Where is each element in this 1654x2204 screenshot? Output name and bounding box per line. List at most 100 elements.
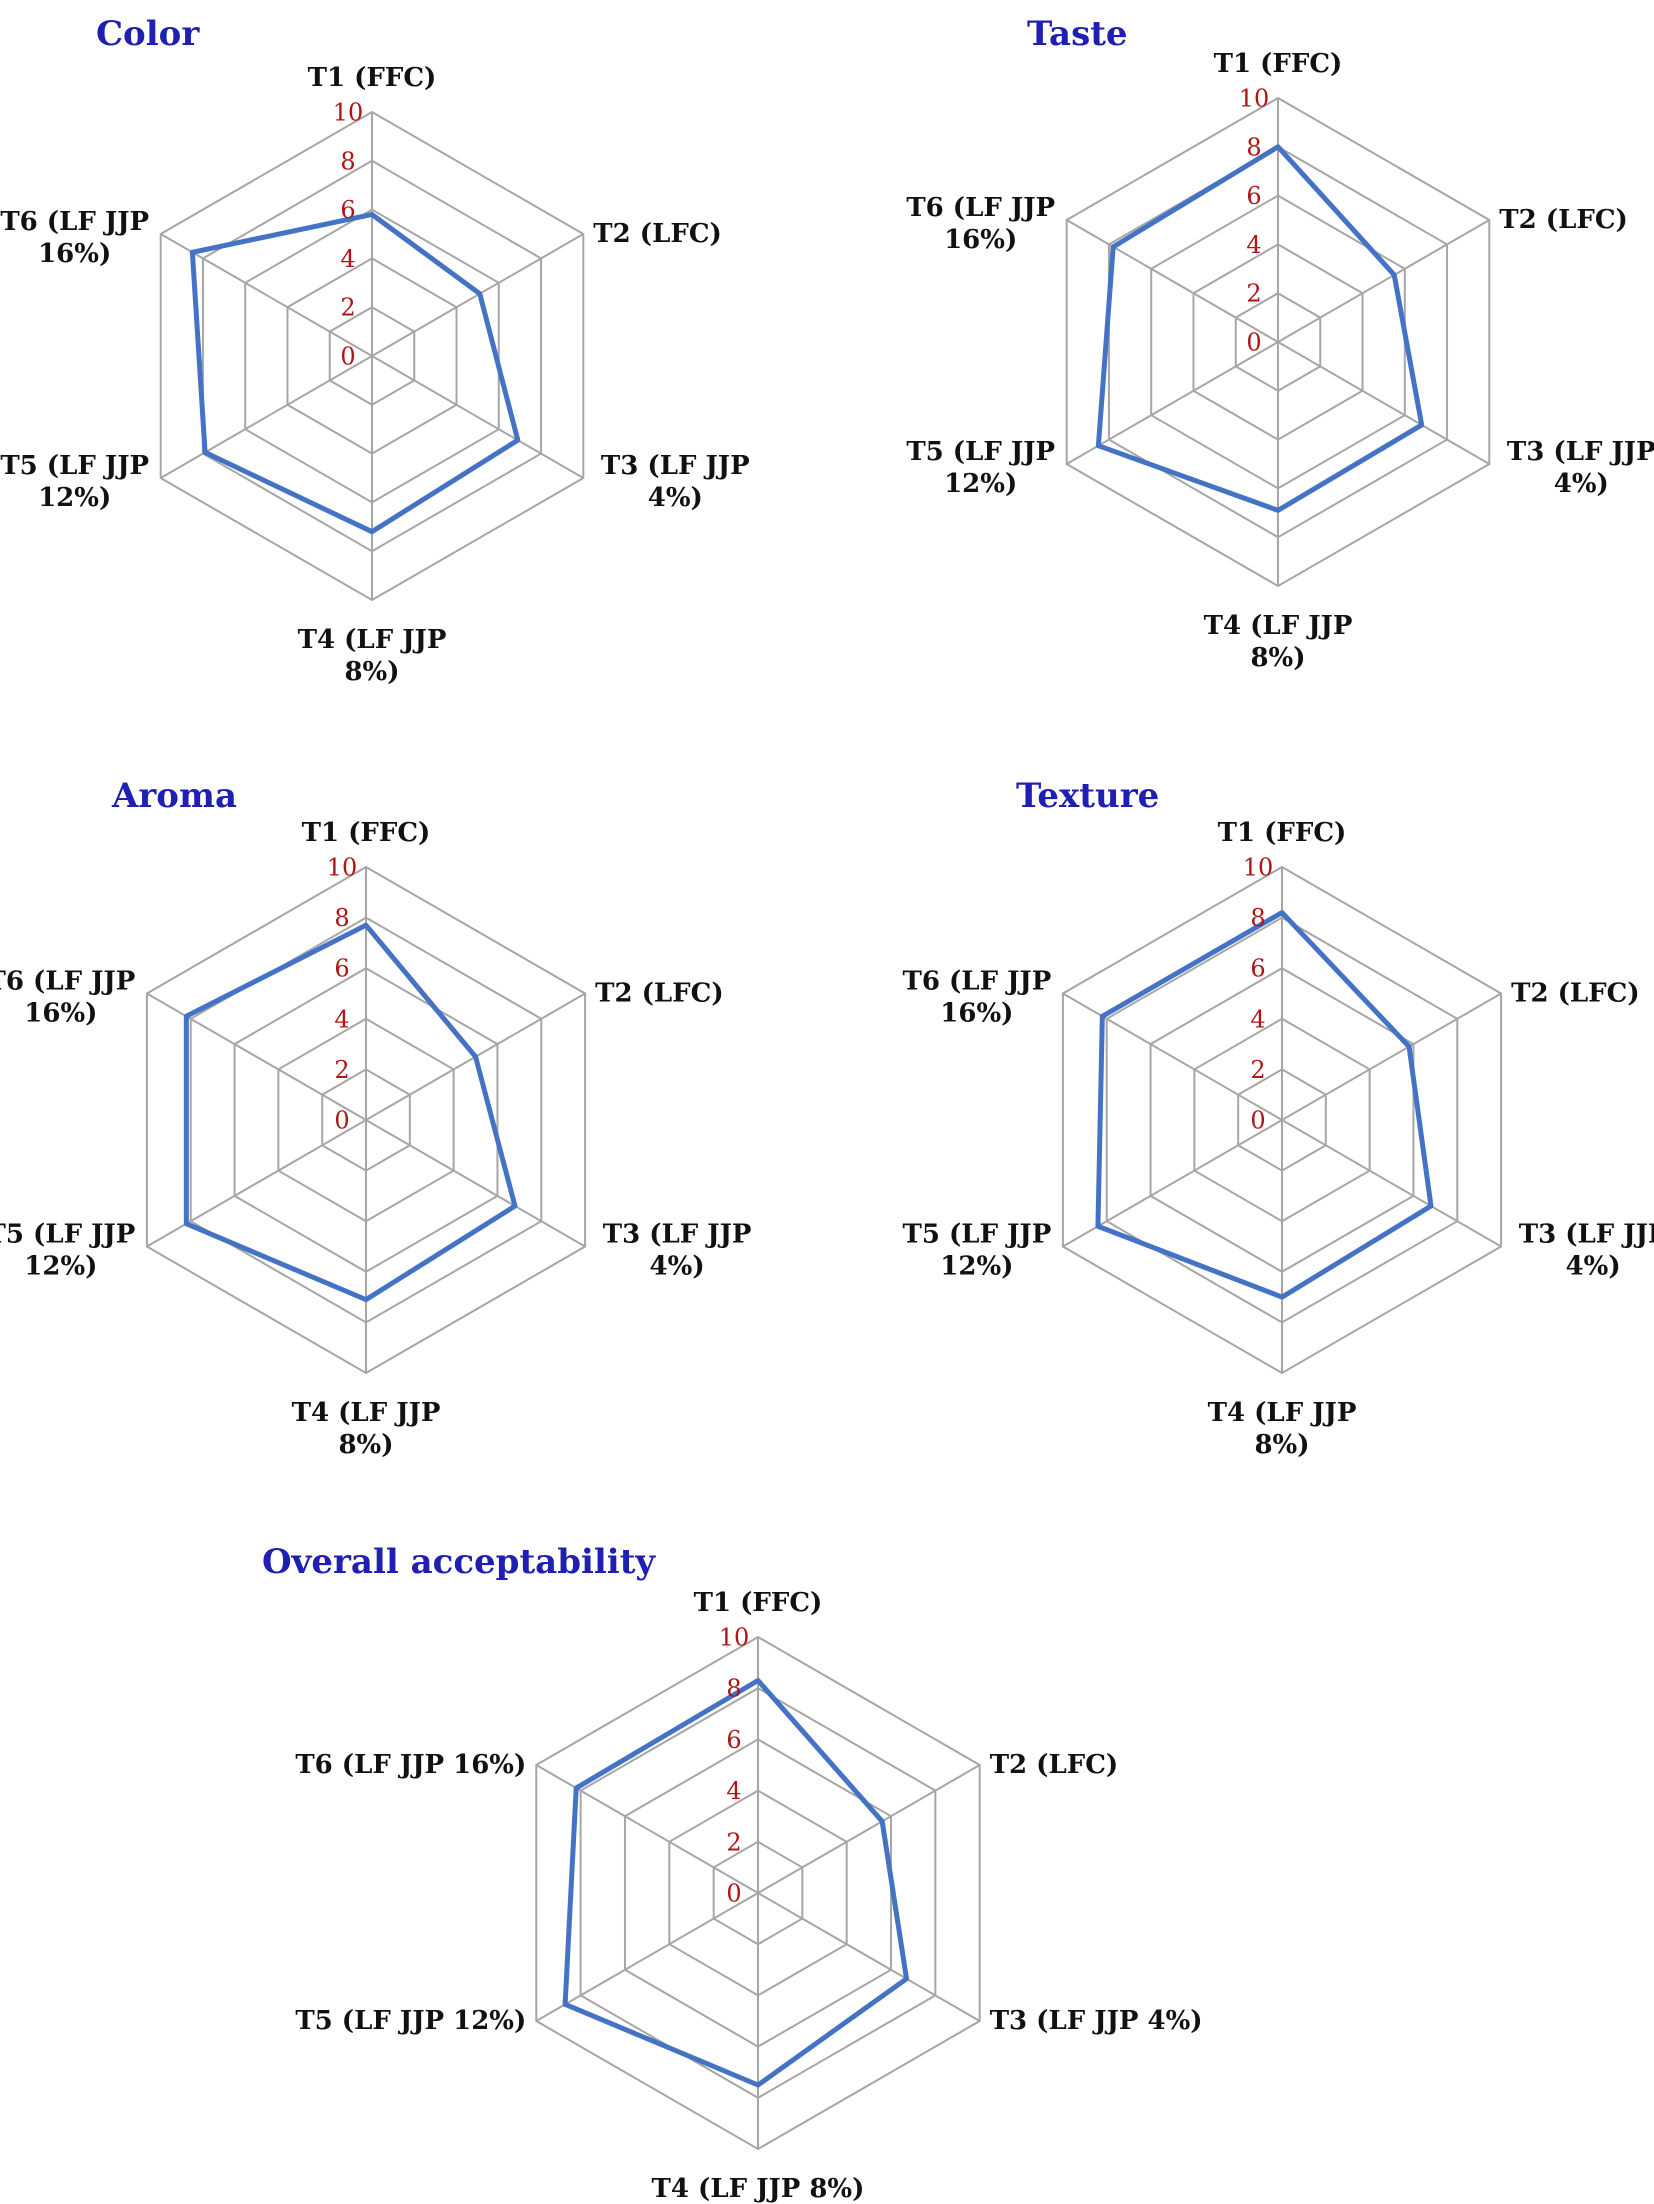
tick-label: 4	[726, 1777, 741, 1805]
tick-label: 6	[334, 955, 349, 983]
series-line	[1095, 910, 1434, 1300]
tick-label: 2	[726, 1828, 741, 1856]
axis-spoke	[535, 1764, 759, 1894]
tick-label: 0	[340, 343, 355, 371]
tick-label: 6	[340, 196, 355, 224]
tick-label: 6	[726, 1726, 741, 1754]
category-label-line: T6 (LF JJP	[0, 967, 135, 997]
tick-label: 8	[334, 904, 349, 932]
tick-label: 2	[334, 1056, 349, 1084]
axis-spoke	[1277, 341, 1490, 465]
tick-label: 8	[726, 1675, 741, 1703]
axis-spoke	[1066, 219, 1279, 343]
category-label-line: 8%)	[1250, 643, 1305, 673]
axis-spoke	[1062, 1119, 1283, 1248]
axis-spoke	[1277, 219, 1490, 343]
tick-label: 0	[334, 1107, 349, 1135]
axis-spoke	[365, 1119, 586, 1248]
tick-label: 8	[1246, 133, 1261, 161]
category-label-line: T3 (LF JJP	[603, 1220, 752, 1250]
category-label-line: T2 (LFC)	[1511, 979, 1640, 1009]
tick-label: 10	[327, 854, 358, 882]
category-label-line: T4 (LF JJP	[1204, 611, 1353, 641]
category-label: T1 (FFC)	[1218, 818, 1347, 848]
category-label-line: T4 (LF JJP	[1208, 1398, 1357, 1428]
category-label-line: T2 (LFC)	[595, 979, 724, 1009]
category-label: T2 (LFC)	[593, 219, 722, 249]
tick-label: 2	[1250, 1056, 1265, 1084]
category-label-line: T3 (LF JJP	[601, 451, 750, 481]
category-label-line: T1 (FFC)	[1214, 49, 1343, 79]
tick-label: 10	[719, 1624, 750, 1652]
category-label: T5 (LF JJP 12%)	[295, 2006, 526, 2036]
axis-spoke	[1062, 992, 1283, 1121]
category-label-line: T5 (LF JJP	[906, 437, 1055, 467]
axis-spoke	[160, 355, 373, 479]
axis-spoke	[1281, 1119, 1502, 1248]
tick-label: 2	[1246, 280, 1261, 308]
category-label-line: T3 (LF JJP 4%)	[990, 2006, 1203, 2036]
category-label-line: 12%)	[940, 1252, 1013, 1282]
tick-label: 2	[340, 294, 355, 322]
category-label-line: T6 (LF JJP	[906, 193, 1055, 223]
category-label-line: 4%)	[648, 483, 703, 513]
tick-label: 10	[1239, 85, 1270, 113]
chart-title: Aroma	[111, 776, 237, 816]
axis-spoke	[146, 1119, 367, 1248]
category-label-line: 16%)	[940, 999, 1013, 1029]
tick-label: 8	[340, 147, 355, 175]
category-label-line: T6 (LF JJP	[0, 207, 149, 237]
axis-spoke	[1281, 992, 1502, 1121]
tick-label: 6	[1250, 955, 1265, 983]
category-label-line: T6 (LF JJP	[903, 967, 1052, 997]
tick-label: 0	[726, 1880, 741, 1908]
category-label: T2 (LFC)	[990, 1750, 1119, 1780]
category-label: T1 (FFC)	[1214, 49, 1343, 79]
series-line	[1095, 144, 1425, 513]
category-label: T3 (LF JJP 4%)	[990, 2006, 1203, 2036]
category-label-line: 4%)	[1554, 469, 1609, 499]
category-label-line: T2 (LFC)	[593, 219, 722, 249]
axis-spoke	[146, 992, 367, 1121]
tick-label: 0	[1246, 329, 1261, 357]
chart-title: Color	[96, 14, 200, 54]
category-label-line: T4 (LF JJP	[292, 1398, 441, 1428]
category-label-line: 16%)	[24, 999, 97, 1029]
category-label-line: T3 (LF JJP	[1519, 1220, 1654, 1250]
axis-spoke	[757, 1764, 981, 1894]
category-label: T2 (LFC)	[595, 979, 724, 1009]
chart-title: Taste	[1027, 14, 1128, 54]
category-label: T6 (LF JJP 16%)	[295, 1750, 526, 1780]
tick-label: 4	[1246, 231, 1261, 259]
category-label-line: T4 (LF JJP 8%)	[652, 2174, 865, 2204]
category-label-line: 12%)	[24, 1252, 97, 1282]
tick-label: 4	[340, 245, 355, 273]
category-label-line: 16%)	[944, 225, 1017, 255]
category-label-line: T1 (FFC)	[1218, 818, 1347, 848]
tick-label: 10	[333, 99, 364, 127]
category-label-line: 8%)	[338, 1430, 393, 1460]
category-label-line: T5 (LF JJP 12%)	[295, 2006, 526, 2036]
category-label-line: 12%)	[944, 469, 1017, 499]
category-label-line: T1 (FFC)	[694, 1588, 823, 1618]
tick-label: 8	[1250, 904, 1265, 932]
category-label-line: T4 (LF JJP	[298, 625, 447, 655]
tick-label: 4	[1250, 1005, 1265, 1033]
series-line	[562, 1678, 910, 2088]
category-label-line: T5 (LF JJP	[0, 1220, 135, 1250]
